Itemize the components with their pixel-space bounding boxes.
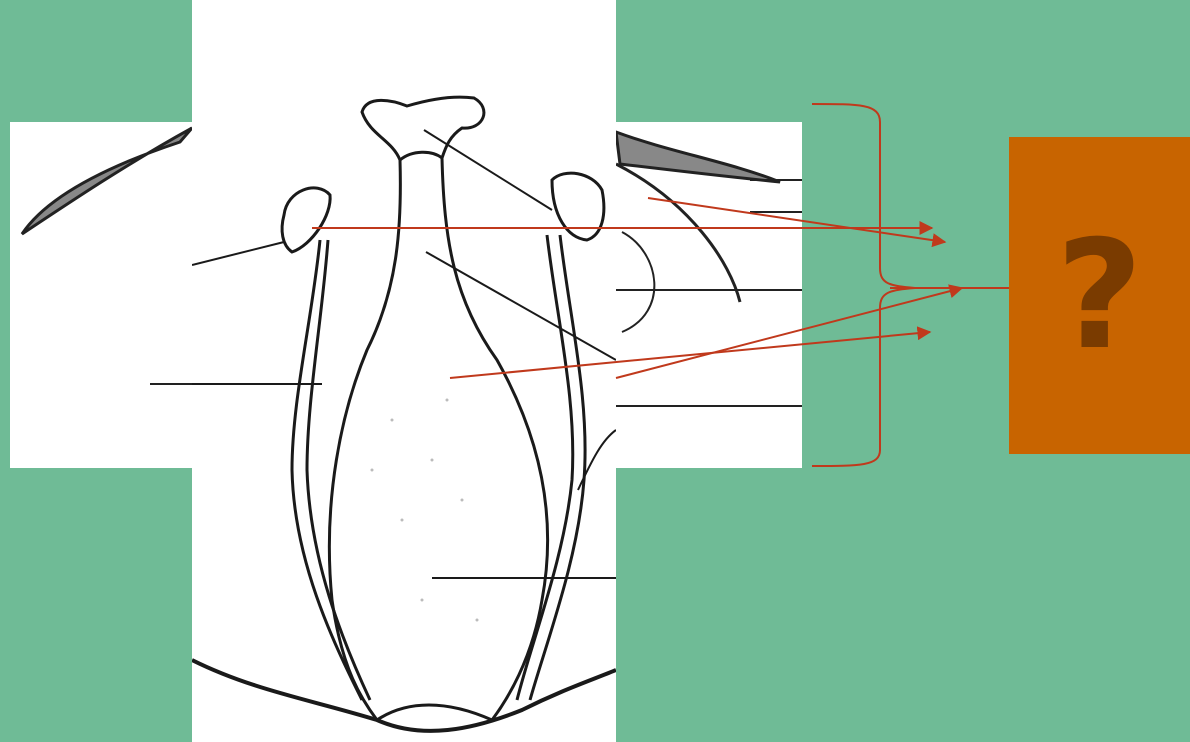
arrow-ovary: [450, 332, 930, 378]
answer-box: ?: [1009, 137, 1190, 454]
curly-brace: [812, 104, 915, 466]
question-mark-icon: ?: [1056, 221, 1143, 371]
arrow-sepal: [648, 198, 945, 242]
